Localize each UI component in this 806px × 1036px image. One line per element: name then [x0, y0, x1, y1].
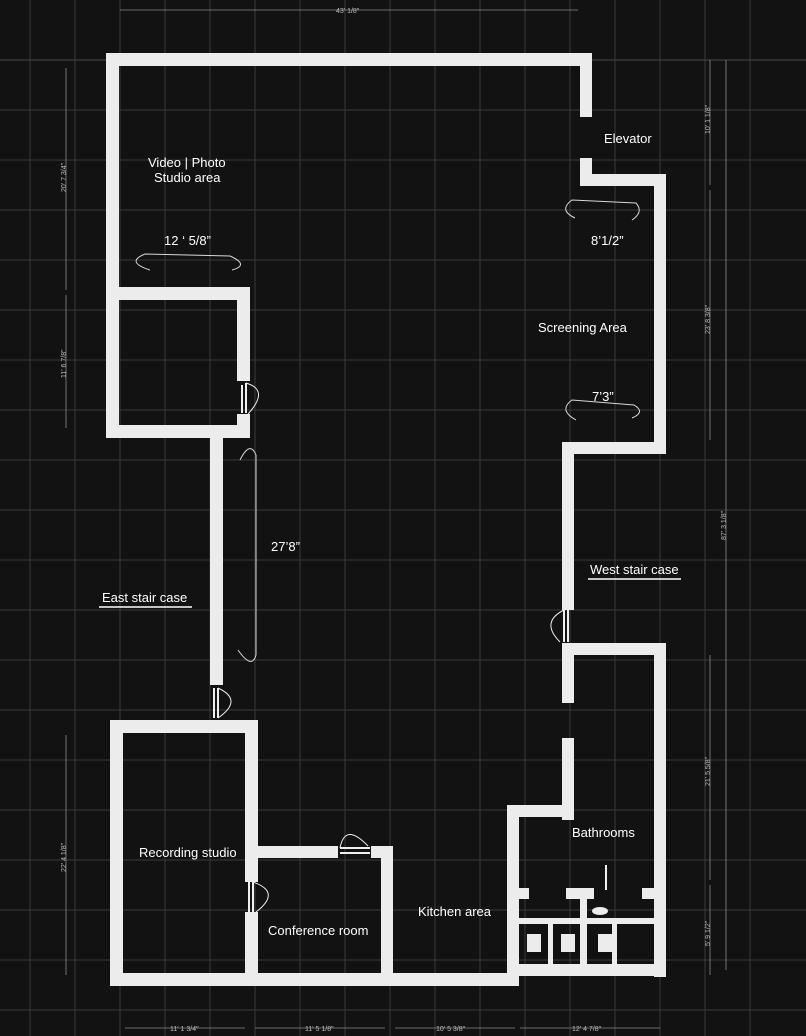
dim-bottom-2: 11' 5 1/8" [305, 1026, 334, 1033]
dim-left-mid: 11' 6 7/8" [61, 349, 68, 378]
label-screening: Screening Area [538, 320, 628, 335]
toilet-2 [561, 934, 575, 952]
wall-top [106, 53, 592, 66]
label-studio-width: 12 ‘ 5/8” [164, 233, 211, 248]
label-bathrooms: Bathrooms [572, 825, 635, 840]
label-screening-bottom: 7’3” [592, 389, 614, 404]
dim-right-bottom: 5' 9 1/2" [705, 920, 712, 946]
toilet-1 [527, 934, 541, 952]
label-elevator: Elevator [604, 131, 652, 146]
door-east-stair[interactable] [213, 687, 232, 719]
door-recording[interactable] [248, 881, 269, 913]
wall-stall-top-left [507, 888, 529, 899]
label-studio-line2: Studio area [154, 170, 221, 185]
sink [592, 907, 608, 915]
wall-recording-right-lower [245, 912, 258, 986]
wall-recording-top [110, 720, 258, 733]
wall-conference-top [245, 846, 338, 858]
wall-recording-right-upper [245, 720, 258, 882]
dimension-arrows [135, 199, 640, 662]
wall-west-corridor-lower [562, 643, 574, 703]
doors [213, 382, 569, 913]
dimension-lines [65, 9, 727, 1029]
door-conference-top[interactable] [339, 834, 370, 854]
wall-bottom [113, 973, 519, 986]
walls [106, 53, 666, 986]
wall-small-room-right-upper [237, 287, 250, 381]
label-east-stair: East stair case [102, 590, 187, 605]
wall-studio-left [106, 53, 119, 438]
wall-bath-bottom [507, 964, 666, 976]
label-conference: Conference room [268, 923, 368, 938]
wall-stall-divider-2 [548, 918, 553, 968]
wall-stall-divider-3 [612, 918, 617, 968]
label-west-stair: West stair case [590, 562, 679, 577]
wall-bath-step [507, 805, 574, 817]
wall-east-corridor [210, 425, 223, 685]
wall-small-room-top [106, 287, 250, 300]
dim-left-bottom: 22' 4 1/8" [61, 842, 68, 872]
wall-stall-top-right [642, 888, 666, 899]
door-small-room[interactable] [241, 382, 259, 415]
wall-bath-top [562, 643, 666, 655]
wall-stall-divider [580, 888, 587, 968]
dim-right-upper: 23' 8 3/8" [705, 304, 712, 334]
door-west-stair[interactable] [550, 609, 569, 643]
wall-bath-right [654, 643, 666, 977]
labels: Elevator Video | Photo Studio area 12 ‘ … [61, 8, 728, 1033]
dim-right-lower: 21' 5 5/8" [705, 756, 712, 786]
toilet-3 [598, 934, 612, 952]
label-recording: Recording studio [139, 845, 237, 860]
wall-conference-right [381, 846, 393, 986]
wall-screening-bottom [562, 442, 666, 454]
label-screening-top: 8’1/2” [591, 233, 624, 248]
dim-bottom-3: 10' 5 3/8" [436, 1026, 466, 1033]
wall-elevator-upper [580, 53, 592, 117]
dim-left-top: 20' 7 3/4" [61, 162, 68, 192]
wall-screening-right [654, 174, 666, 454]
label-kitchen: Kitchen area [418, 904, 492, 919]
dim-bottom-4: 12' 4 7/8" [572, 1026, 602, 1033]
dim-right-overall: 87' 3 1/8" [721, 510, 728, 540]
wall-recording-left [110, 720, 123, 986]
wall-small-room-bottom [106, 425, 250, 438]
dim-overall-top: 43' 1/8" [336, 8, 360, 15]
dim-bottom-1: 11' 1 3/4" [170, 1026, 199, 1033]
wall-screening-top [580, 174, 666, 186]
wall-stall-row [512, 918, 664, 924]
wall-bath-inner [562, 738, 574, 820]
dim-right-top: 10' 1 1/8" [705, 104, 712, 134]
fixtures [527, 865, 612, 952]
wall-west-corridor [562, 442, 574, 610]
label-corridor: 27’8” [271, 539, 300, 554]
label-studio-line1: Video | Photo [148, 155, 226, 170]
